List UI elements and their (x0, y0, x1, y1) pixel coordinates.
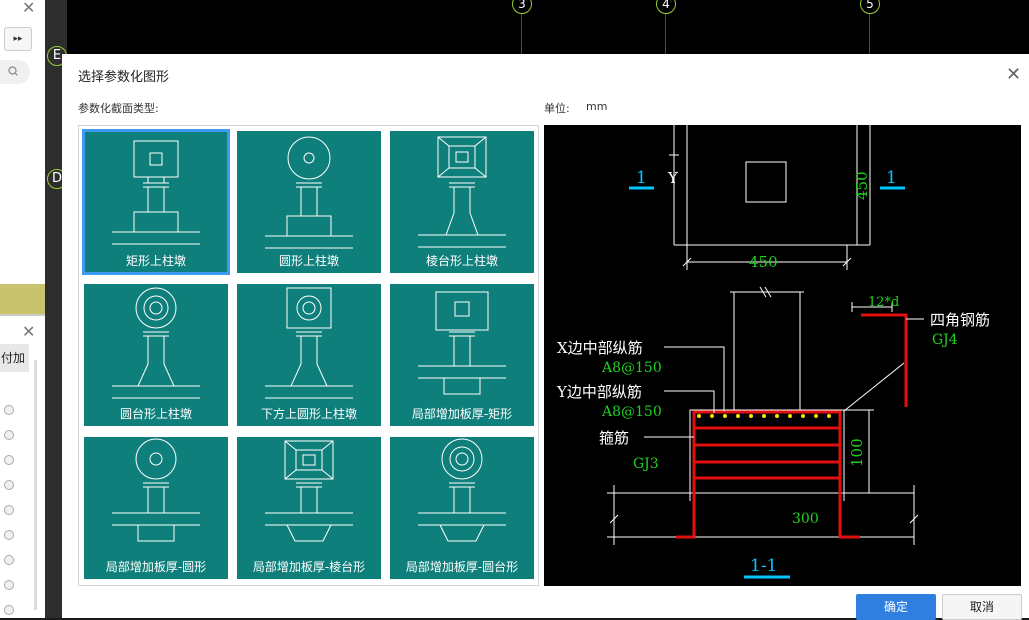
radio-item[interactable] (4, 555, 14, 565)
radio-item[interactable] (4, 455, 14, 465)
shape-tile-round-pier[interactable]: 圆形上柱墩 (237, 131, 381, 273)
frustum-pier-icon (418, 136, 506, 248)
radio-item[interactable] (4, 505, 14, 515)
axis-line (521, 14, 522, 54)
anchor-length-label: 12*d (868, 295, 899, 310)
y-rebar-value: A8@150 (601, 404, 662, 420)
search-box[interactable] (0, 60, 30, 84)
shape-tile-local-thick-round[interactable]: 局部增加板厚-圆形 (84, 437, 228, 579)
radio-item[interactable] (4, 480, 14, 490)
x-rebar-value: A8@150 (601, 360, 662, 376)
shape-caption: 圆形上柱墩 (278, 254, 339, 268)
highlight-bar (0, 284, 45, 314)
radio-item[interactable] (4, 405, 14, 415)
shape-tile-frustum-pier[interactable]: 棱台形上柱墩 (390, 131, 534, 273)
radio-item[interactable] (4, 530, 14, 540)
shape-tile-square-round-pier[interactable]: 下方上圆形上柱墩 (237, 284, 381, 426)
x-rebar-label: X边中部纵筋 (557, 339, 643, 357)
panel-divider (0, 314, 45, 316)
corner-rebar-code: GJ4 (932, 332, 958, 348)
local-thick-rect-icon (418, 291, 506, 395)
cancel-button[interactable]: 取消 (942, 594, 1022, 620)
section-height-dim: 100 (848, 438, 866, 467)
left-panel: ✕ ▸▸ ✕ 付加 (0, 0, 45, 618)
plan-width-dim: 450 (749, 253, 778, 271)
shape-tile-local-thick-cone[interactable]: 局部增加板厚-圆台形 (390, 437, 534, 579)
preview-canvas: 1 1 Y 450 450 (544, 125, 1021, 586)
rect-pier-icon (112, 140, 200, 245)
section-mark-right: 1 (886, 168, 897, 188)
shape-tile-local-thick-frustum[interactable]: 局部增加板厚-棱台形 (237, 437, 381, 579)
panel2-close-icon[interactable]: ✕ (22, 322, 36, 341)
axis-bubble-3: 3 (512, 0, 532, 14)
canvas-ruler (45, 0, 67, 618)
y-rebar-label: Y边中部纵筋 (556, 383, 642, 401)
y-label: Y (667, 169, 679, 187)
shape-tile-rect-pier[interactable]: 矩形上柱墩 (82, 129, 230, 275)
dialog-title: 选择参数化图形 (78, 70, 170, 85)
section-width-dim: 300 (792, 511, 819, 527)
axis-bubble-5: 5 (860, 0, 880, 14)
radio-item[interactable] (4, 430, 14, 440)
shape-caption: 局部增加板厚-圆形 (105, 560, 207, 574)
stirrup-code: GJ3 (633, 456, 659, 472)
local-thick-frustum-icon (265, 440, 353, 542)
shape-caption: 矩形上柱墩 (125, 254, 186, 268)
radio-item[interactable] (4, 580, 14, 590)
axis-line (665, 14, 666, 54)
local-thick-cone-icon (418, 438, 506, 542)
stirrup-label: 箍筋 (599, 429, 629, 447)
panel-close-icon[interactable]: ✕ (22, 0, 36, 17)
search-icon (8, 66, 18, 76)
cone-pier-icon (112, 287, 200, 399)
parametric-shape-dialog: 选择参数化图形 ✕ 参数化截面类型: 单位: mm 矩形上柱墩 圆形上柱墩 (62, 54, 1029, 620)
shape-tile-local-thick-rect[interactable]: 局部增加板厚-矩形 (390, 284, 534, 426)
expand-button[interactable]: ▸▸ (4, 27, 32, 51)
unit-label: 单位: (544, 102, 570, 115)
shape-caption: 圆台形上柱墩 (119, 407, 192, 421)
unit-value: mm (586, 100, 608, 113)
ok-button[interactable]: 确定 (856, 594, 936, 620)
shape-grid: 矩形上柱墩 圆形上柱墩 棱台形上柱墩 (78, 125, 539, 586)
section-mark-left: 1 (636, 168, 647, 188)
scrollbar[interactable] (34, 360, 37, 610)
side-tab[interactable]: 付加 (0, 344, 29, 372)
axis-bubble-4: 4 (656, 0, 676, 14)
corner-rebar-label: 四角钢筋 (930, 311, 990, 329)
section-title: 1-1 (750, 556, 777, 576)
shape-caption: 局部增加板厚-矩形 (411, 407, 513, 421)
rebar-detail-drawing: 1 1 Y 450 450 (556, 125, 990, 579)
square-round-pier-icon (265, 287, 353, 399)
section-type-label: 参数化截面类型: (78, 102, 159, 115)
shape-caption: 棱台形上柱墩 (425, 254, 498, 268)
shape-tile-cone-pier[interactable]: 圆台形上柱墩 (84, 284, 228, 426)
shape-caption: 局部增加板厚-棱台形 (252, 560, 366, 574)
close-icon[interactable]: ✕ (1006, 64, 1022, 85)
round-pier-icon (265, 136, 353, 249)
local-thick-round-icon (112, 438, 200, 542)
shape-caption: 局部增加板厚-圆台形 (405, 560, 519, 574)
radio-item[interactable] (4, 605, 14, 615)
plan-height-dim: 450 (853, 171, 871, 200)
shape-caption: 下方上圆形上柱墩 (260, 407, 357, 421)
axis-line (869, 14, 870, 54)
